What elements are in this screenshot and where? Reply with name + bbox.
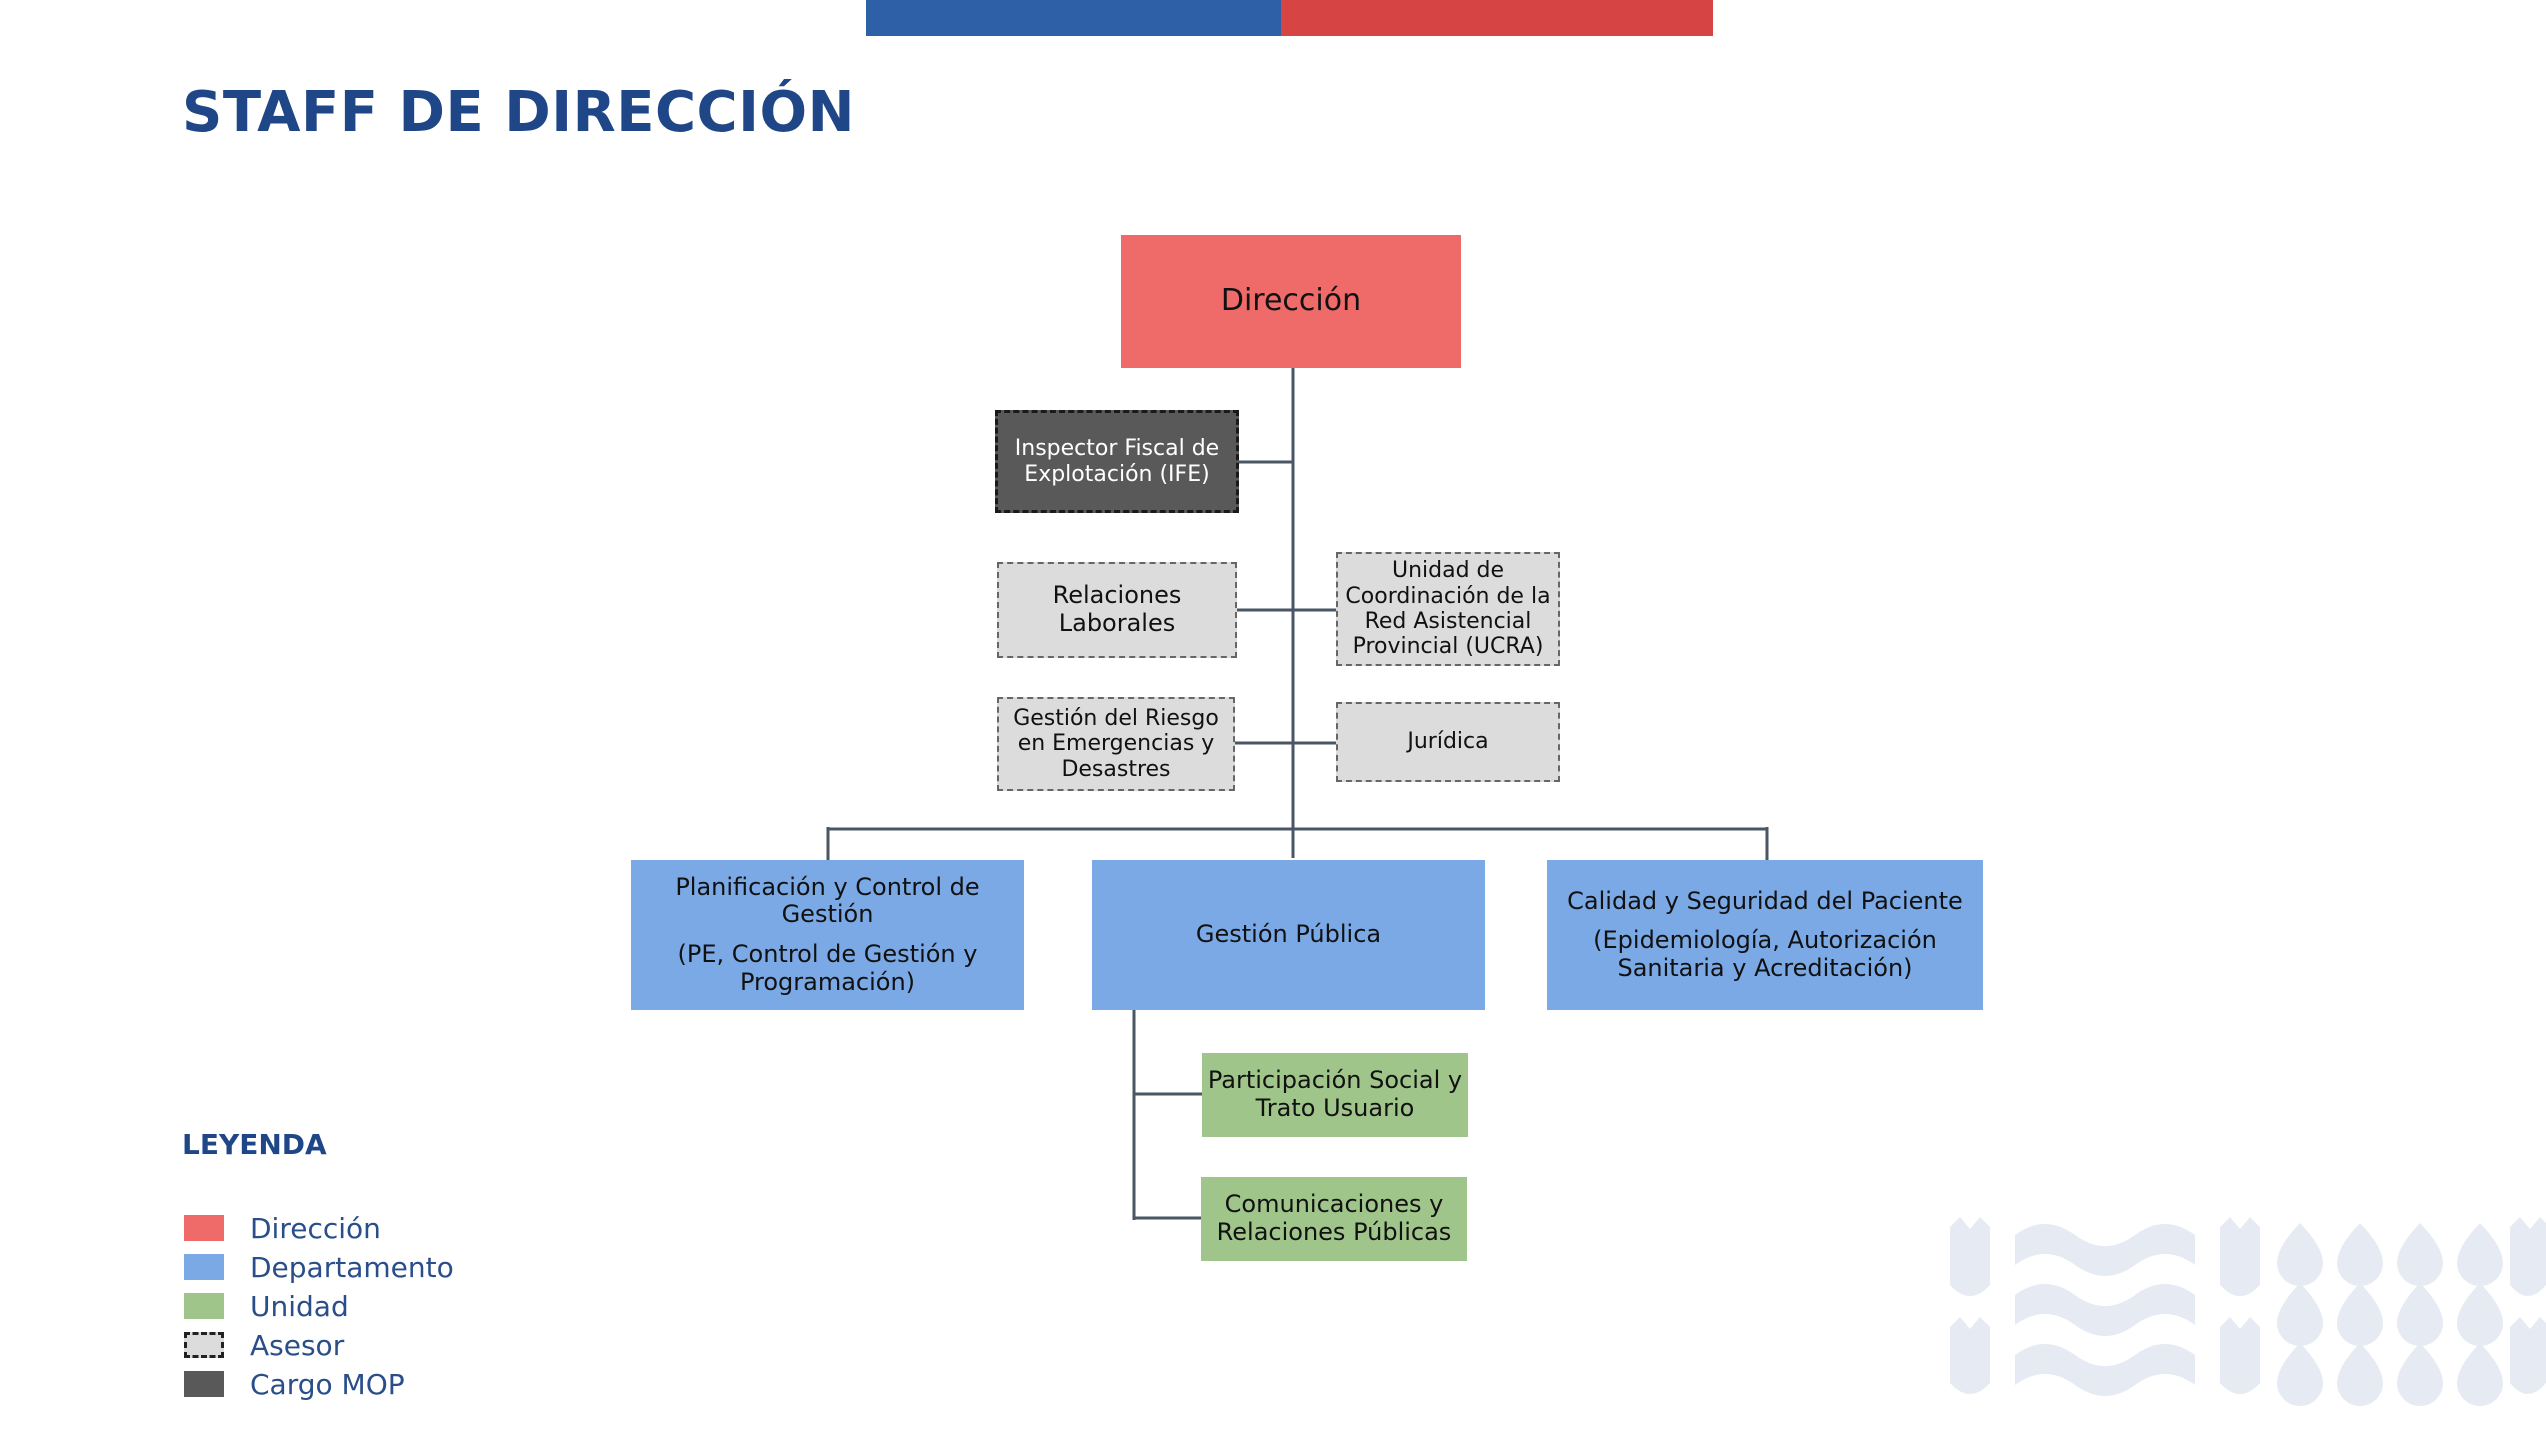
planificacion-line-2: Gestión <box>781 900 874 929</box>
legend-swatch-departamento <box>184 1254 224 1280</box>
ucra-line-3: Red Asistencial <box>1364 609 1532 634</box>
planificacion-line-1: Planificación y Control de <box>675 872 980 901</box>
ucra-box: Unidad de Coordinación de la Red Asisten… <box>1336 552 1560 666</box>
page-title: STAFF DE DIRECCIÓN <box>182 80 855 145</box>
planificacion-sub-line-2: Programación) <box>739 967 916 996</box>
calidad-box: Calidad y Seguridad del Paciente (Epidem… <box>1547 860 1983 1010</box>
legend-item-asesor: Asesor <box>184 1328 345 1362</box>
comunicaciones-line-1: Comunicaciones y <box>1224 1190 1444 1219</box>
legend-item-direccion: Dirección <box>184 1211 381 1245</box>
ucra-line-4: Provincial (UCRA) <box>1352 634 1544 660</box>
gestion-publica-box: Gestión Pública <box>1092 860 1485 1010</box>
direccion-box: Dirección <box>1121 235 1461 368</box>
legend-label-departamento: Departamento <box>250 1250 454 1284</box>
gestion-riesgo-line-1: Gestión del Riesgo <box>1013 706 1219 732</box>
cargo-mop-box: Inspector Fiscal de Explotación (IFE) <box>995 410 1239 513</box>
legend-label-cargo-mop: Cargo MOP <box>250 1367 405 1401</box>
ucra-line-2: Coordinación de la <box>1345 583 1551 609</box>
comunicaciones-box: Comunicaciones y Relaciones Públicas <box>1201 1177 1467 1261</box>
relaciones-laborales-box: Relaciones Laborales <box>997 562 1237 658</box>
gestion-riesgo-line-2: en Emergencias y <box>1017 731 1215 757</box>
participacion-line-1: Participación Social y <box>1207 1066 1463 1095</box>
flag-red-bar <box>1281 0 1713 36</box>
ucra-line-1: Unidad de <box>1391 558 1505 584</box>
planificacion-sub-line-1: (PE, Control de Gestión y <box>677 940 978 968</box>
comunicaciones-line-2: Relaciones Públicas <box>1216 1218 1452 1246</box>
legend-swatch-direccion <box>184 1215 224 1241</box>
legend-item-unidad: Unidad <box>184 1289 349 1323</box>
planificacion-box: Planificación y Control de Gestión (PE, … <box>631 860 1024 1010</box>
legend-title: LEYENDA <box>182 1128 327 1161</box>
legend-swatch-asesor <box>184 1332 224 1358</box>
juridica-label: Jurídica <box>1407 729 1489 755</box>
juridica-box: Jurídica <box>1336 702 1560 782</box>
legend-item-cargo-mop: Cargo MOP <box>184 1367 405 1401</box>
flag-blue-bar <box>866 0 1281 36</box>
gestion-publica-label: Gestión Pública <box>1195 920 1382 949</box>
legend-swatch-unidad <box>184 1293 224 1319</box>
relaciones-laborales-line-2: Laborales <box>1058 609 1176 637</box>
cargo-mop-line-1: Inspector Fiscal de <box>1014 436 1220 462</box>
calidad-sub-line-2: Sanitaria y Acreditación) <box>1617 953 1913 982</box>
participacion-box: Participación Social y Trato Usuario <box>1202 1053 1468 1137</box>
calidad-line-1: Calidad y Seguridad del Paciente <box>1567 886 1963 915</box>
gestion-riesgo-box: Gestión del Riesgo en Emergencias y Desa… <box>997 697 1235 791</box>
legend-swatch-cargo-mop <box>184 1371 224 1397</box>
direccion-label: Dirección <box>1220 283 1362 319</box>
calidad-sub-line-1: (Epidemiología, Autorización <box>1593 926 1937 955</box>
legend-label-asesor: Asesor <box>250 1328 345 1362</box>
legend-label-unidad: Unidad <box>250 1289 349 1323</box>
legend-label-direccion: Dirección <box>250 1211 381 1245</box>
participacion-line-2: Trato Usuario <box>1255 1094 1415 1122</box>
gestion-riesgo-line-3: Desastres <box>1061 756 1171 782</box>
watermark-pattern-icon <box>1950 1217 2546 1406</box>
cargo-mop-line-2: Explotación (IFE) <box>1024 461 1210 487</box>
legend-item-departamento: Departamento <box>184 1250 454 1284</box>
relaciones-laborales-line-1: Relaciones <box>1052 581 1182 610</box>
